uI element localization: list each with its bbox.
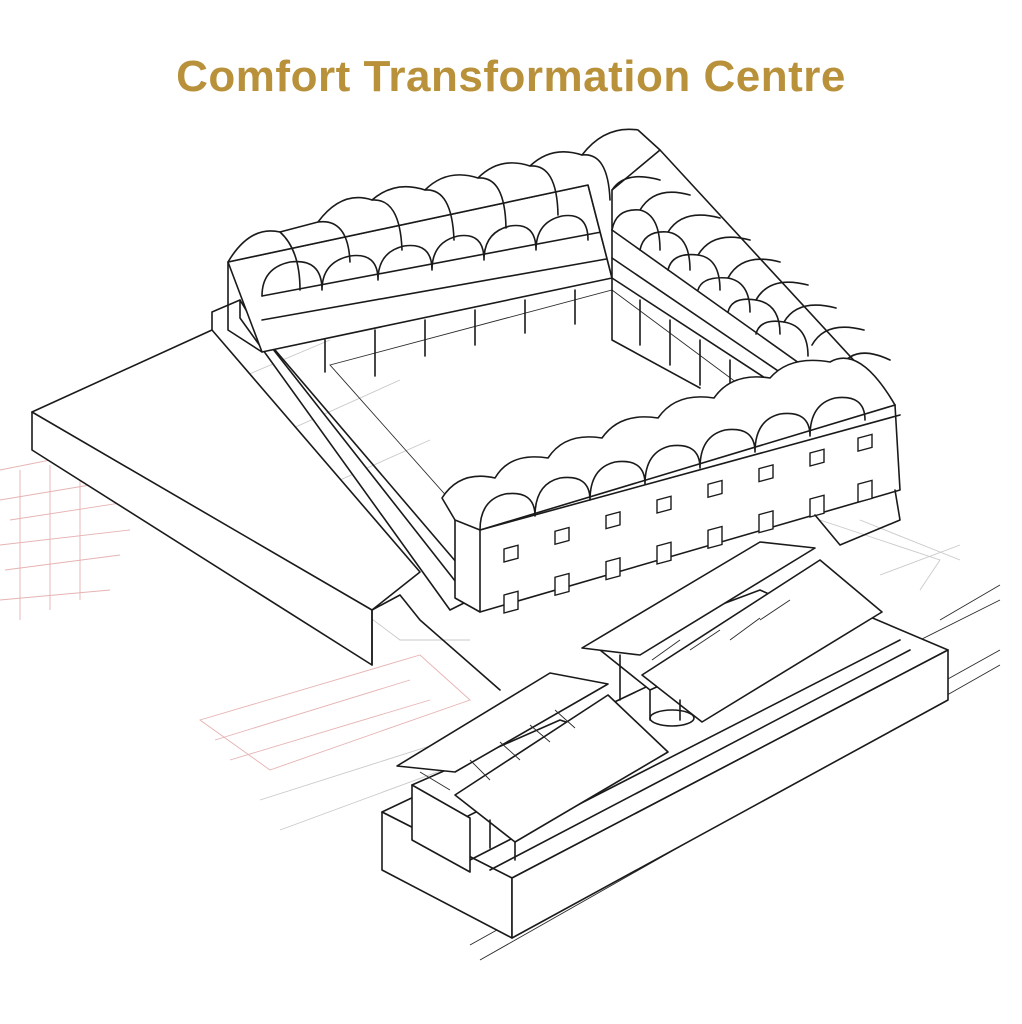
south-wing-windows-lower [503, 479, 873, 614]
page-title: Comfort Transformation Centre [176, 52, 846, 101]
north-wing [227, 128, 661, 377]
east-wing-columns [639, 299, 761, 403]
east-wing-vaults [611, 175, 891, 369]
ramp-structure [31, 299, 501, 691]
south-wing-vaults [441, 357, 896, 531]
pavilion-right [581, 541, 883, 727]
north-wing-vaults [227, 128, 661, 297]
south-wing [441, 357, 901, 614]
south-wing-windows-upper [503, 433, 873, 563]
pavilion-left [396, 672, 669, 873]
north-wing-columns [324, 289, 576, 377]
